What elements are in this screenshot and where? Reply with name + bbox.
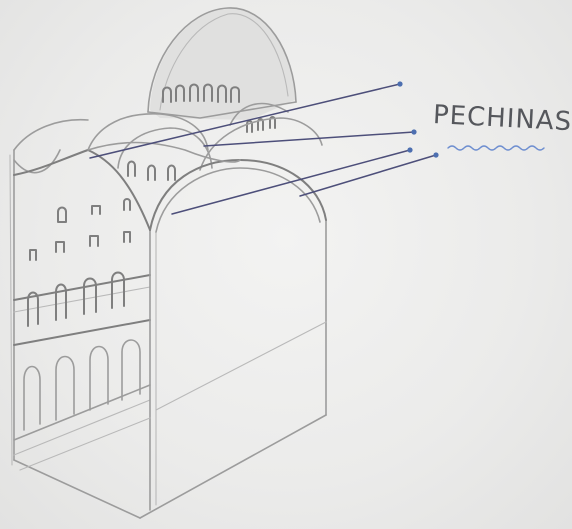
pointer-dot (411, 129, 416, 134)
left-wall-windows (30, 199, 130, 260)
pointer-line (172, 150, 410, 214)
pointer-dot (407, 147, 412, 152)
label-underline (448, 146, 544, 150)
arcade-middle (28, 273, 124, 327)
pointer-dot (397, 81, 402, 86)
pointer-dot (433, 152, 438, 157)
arcade-lower (24, 340, 140, 430)
pointer-line (204, 132, 414, 146)
